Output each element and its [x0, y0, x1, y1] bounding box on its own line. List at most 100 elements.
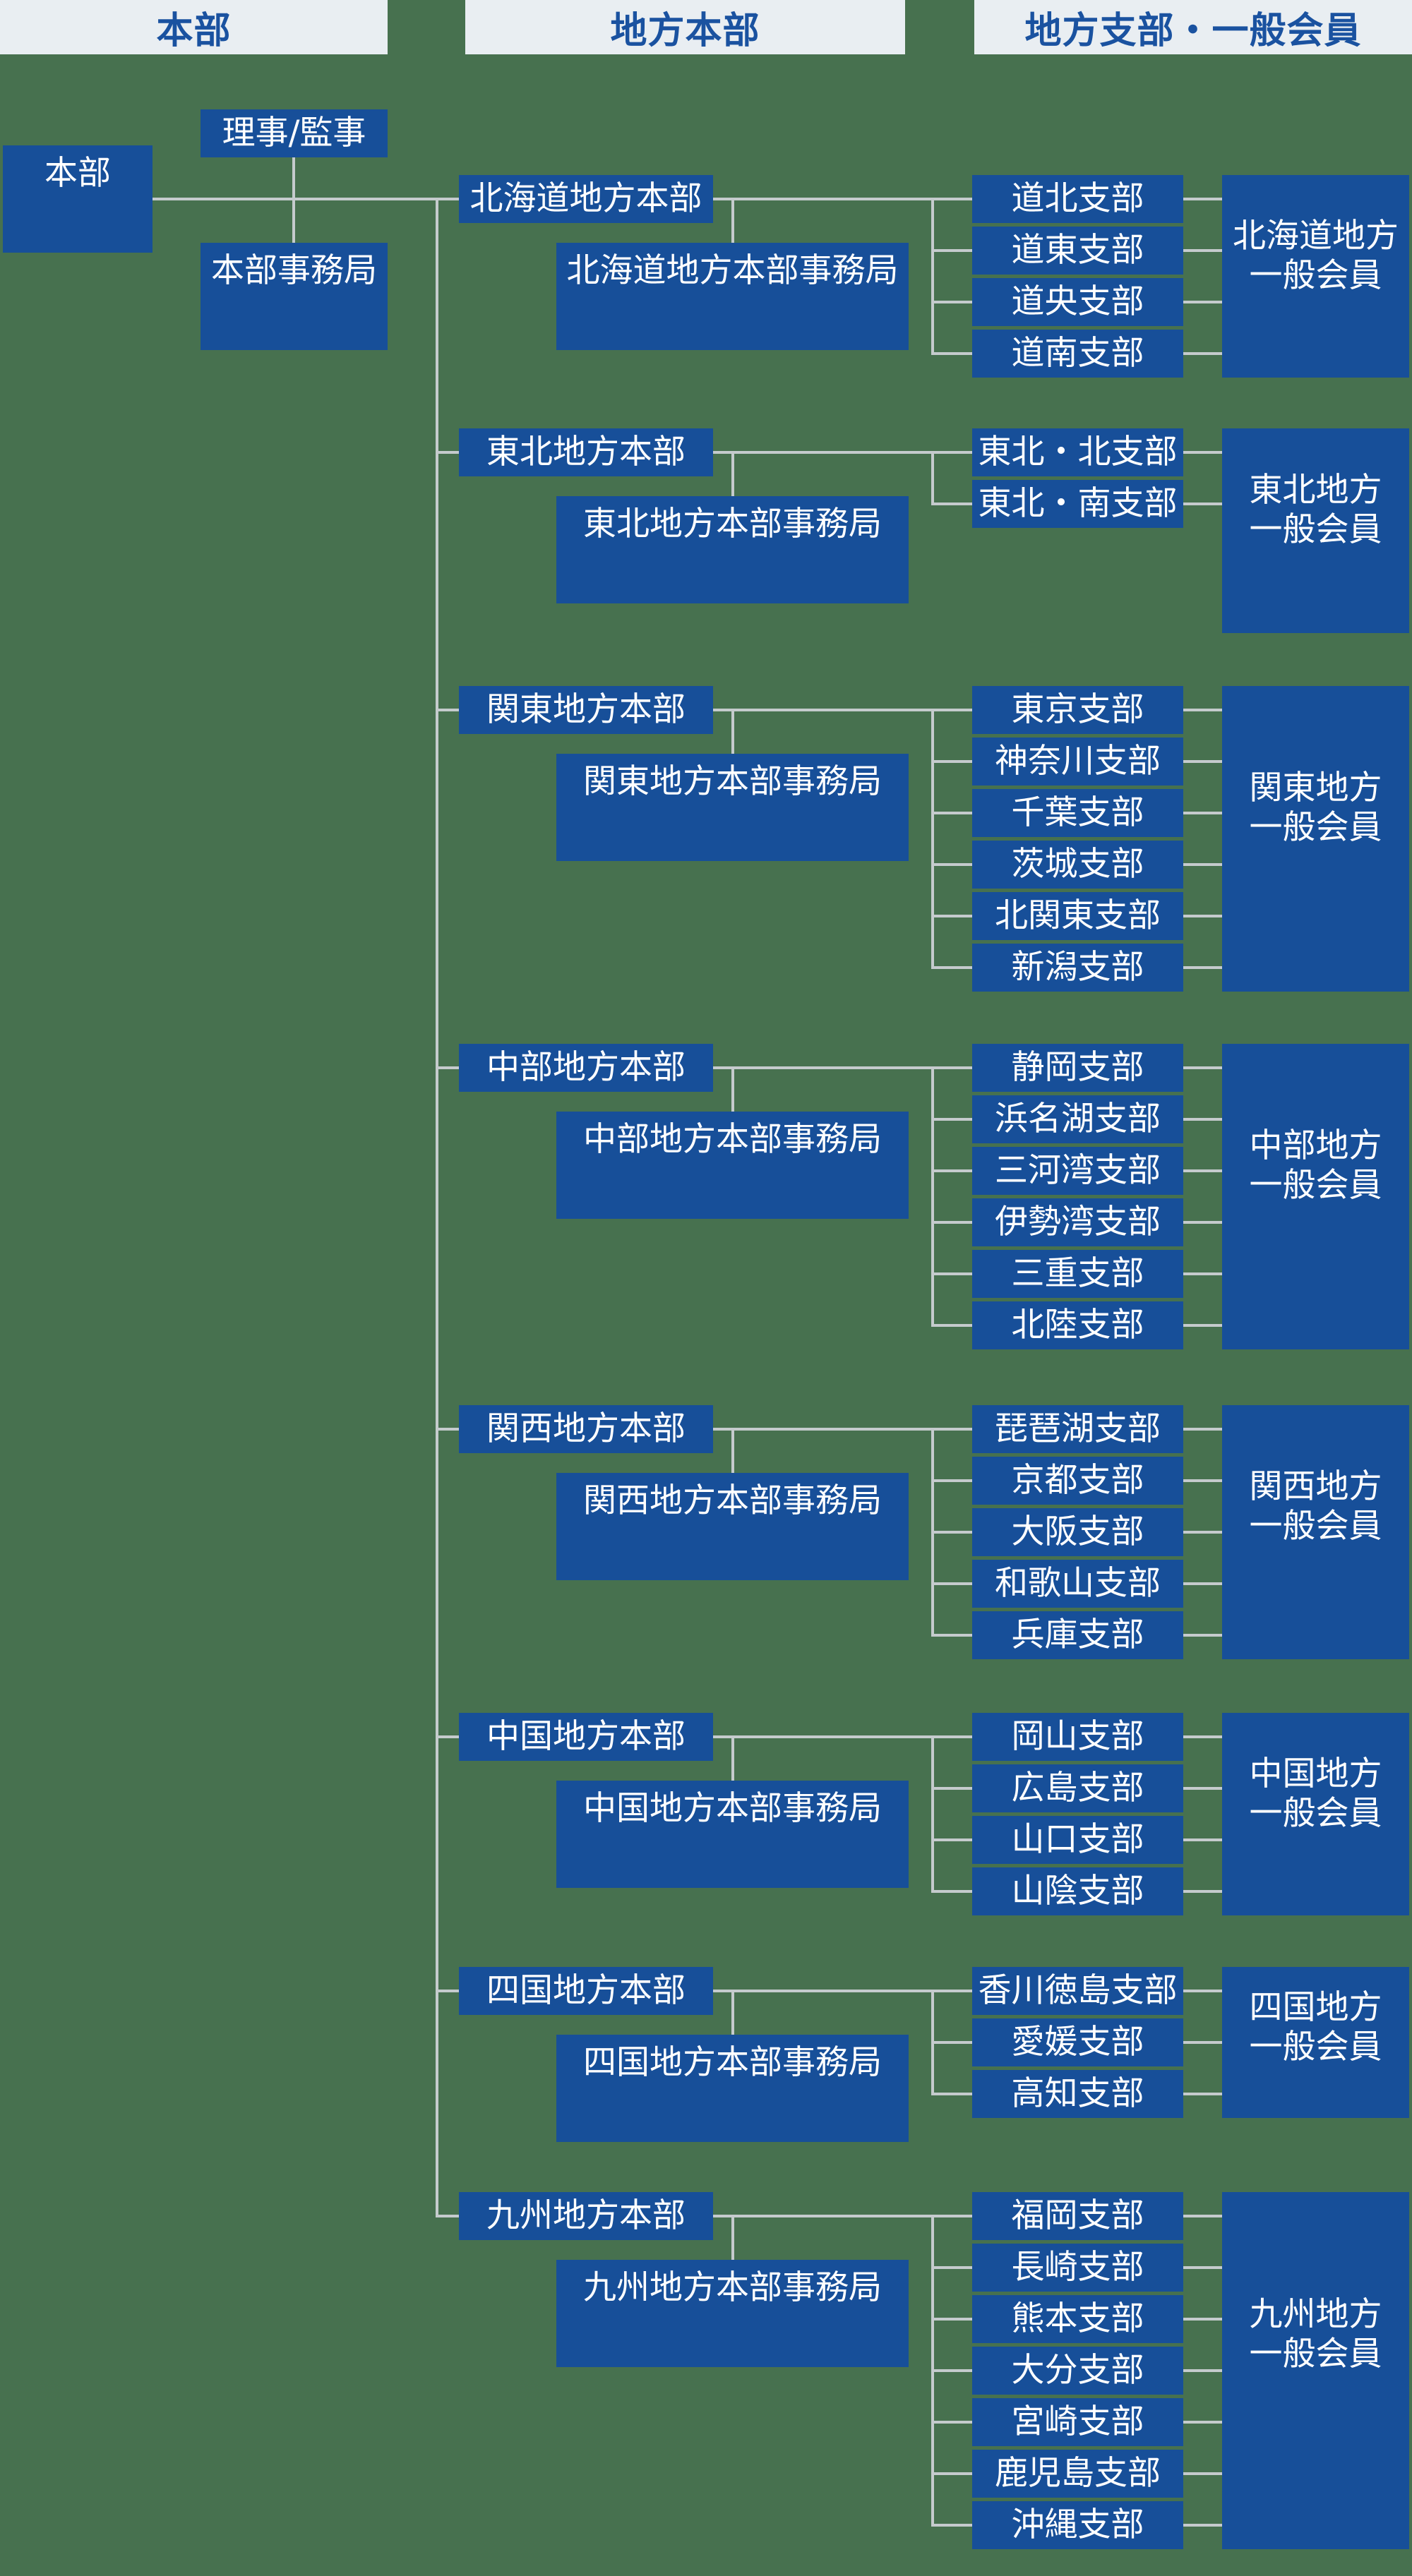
region-members-label: 九州地方一般会員 [1222, 2295, 1409, 2374]
branch-box: 道東支部 [972, 227, 1183, 275]
members-label-line1: 関西地方 [1249, 1467, 1382, 1506]
connector-branch-stub-right [1183, 2524, 1222, 2527]
headquarters-box: 本部 [3, 145, 152, 253]
region-secretariat-box: 北海道地方本部事務局 [556, 243, 909, 350]
connector-branch-stub-left [933, 1838, 972, 1841]
branch-box: 山口支部 [972, 1816, 1183, 1864]
column-header-headquarters: 本部 [0, 0, 388, 54]
branch-box: 愛媛支部 [972, 2018, 1183, 2066]
region-hq-box: 関西地方本部 [459, 1405, 713, 1453]
members-label-line2: 一般会員 [1249, 1793, 1382, 1833]
column-header-regional-headquarters: 地方本部 [465, 0, 905, 54]
connector-branch-stub-left [933, 1428, 972, 1431]
connector-region-stub [437, 1990, 459, 1992]
connector-branch-stub-left [933, 1169, 972, 1172]
connector-branch-stub-right [1183, 2041, 1222, 2044]
connector-branch-stub-left [933, 301, 972, 303]
connector-branch-stub-right [1183, 1990, 1222, 1992]
region-members-box: 四国地方一般会員 [1222, 1967, 1409, 2118]
branch-box: 千葉支部 [972, 789, 1183, 837]
region-members-label: 中国地方一般会員 [1222, 1755, 1409, 1834]
branch-box: 静岡支部 [972, 1044, 1183, 1092]
connector-main-trunk [436, 198, 438, 2217]
connector-branch-stub-left [933, 2266, 972, 2269]
connector-secretariat-drop [731, 1429, 734, 1474]
connector-branch-stub-left [933, 1479, 972, 1482]
connector-hq-to-branches [713, 451, 933, 454]
connector-branch-stub-right [1183, 709, 1222, 711]
connector-secretariat-drop [731, 710, 734, 755]
region-members-label: 北海道地方一般会員 [1222, 217, 1409, 296]
connector-hq-to-branches [713, 1990, 933, 1992]
connector-branch-stub-left [933, 1890, 972, 1893]
connector-branch-stub-right [1183, 1890, 1222, 1893]
connector-branch-stub-left [933, 1531, 972, 1534]
connector-branch-stub-right [1183, 1838, 1222, 1841]
connector-secretariat-drop [731, 2216, 734, 2261]
branch-box: 熊本支部 [972, 2295, 1183, 2343]
connector-branch-stub-left [933, 502, 972, 505]
connector-region-stub [437, 1735, 459, 1738]
connector-branch-stub-right [1183, 2472, 1222, 2475]
connector-region-stub [437, 1066, 459, 1069]
connector-branch-stub-left [933, 1221, 972, 1224]
connector-region-stub [437, 451, 459, 454]
connector-branch-stub-right [1183, 1169, 1222, 1172]
connector-branch-stub-right [1183, 502, 1222, 505]
region-members-box: 関西地方一般会員 [1222, 1405, 1409, 1659]
connector-branch-stub-left [933, 915, 972, 917]
connector-branch-stub-right [1183, 1066, 1222, 1069]
members-label-line1: 中部地方 [1249, 1126, 1382, 1166]
branch-box: 大分支部 [972, 2347, 1183, 2395]
connector-branch-stub-right [1183, 2369, 1222, 2372]
region-hq-box: 東北地方本部 [459, 428, 713, 476]
region-members-box: 東北地方一般会員 [1222, 428, 1409, 633]
connector-branch-stub-right [1183, 2318, 1222, 2321]
branch-box: 東北・北支部 [972, 428, 1183, 476]
branch-box: 高知支部 [972, 2070, 1183, 2118]
branch-box: 福岡支部 [972, 2192, 1183, 2240]
branch-box: 長崎支部 [972, 2244, 1183, 2292]
connector-branch-stub-left [933, 451, 972, 454]
branch-box: 伊勢湾支部 [972, 1198, 1183, 1246]
region-members-label: 関西地方一般会員 [1222, 1467, 1409, 1546]
region-secretariat-box: 関東地方本部事務局 [556, 754, 909, 861]
members-label-line2: 一般会員 [1249, 2027, 1382, 2066]
branch-box: 琵琶湖支部 [972, 1405, 1183, 1453]
region-secretariat-box: 四国地方本部事務局 [556, 2035, 909, 2142]
connector-branch-stub-left [933, 1118, 972, 1121]
branch-box: 茨城支部 [972, 841, 1183, 889]
members-label-line2: 一般会員 [1249, 1507, 1382, 1546]
connector-secretariat-drop [731, 199, 734, 244]
region-members-box: 北海道地方一般会員 [1222, 175, 1409, 378]
region-hq-box: 九州地方本部 [459, 2192, 713, 2240]
branch-box: 東北・南支部 [972, 480, 1183, 528]
region-members-label: 東北地方一般会員 [1222, 471, 1409, 550]
branch-box: 浜名湖支部 [972, 1095, 1183, 1143]
connector-branch-stub-right [1183, 2215, 1222, 2217]
connector-hq-to-branches [713, 1066, 933, 1069]
connector-branch-stub-left [933, 1066, 972, 1069]
connector-branch-stub-right [1183, 863, 1222, 866]
connector-hq-to-branches [713, 709, 933, 711]
connector-branch-stub-right [1183, 1787, 1222, 1790]
connector-branch-stub-left [933, 1990, 972, 1992]
connector-branch-stub-left [933, 2318, 972, 2321]
connector-branch-stub-right [1183, 352, 1222, 355]
connector-branch-stub-left [933, 198, 972, 200]
region-hq-box: 関東地方本部 [459, 686, 713, 734]
branch-box: 広島支部 [972, 1764, 1183, 1812]
region-members-box: 九州地方一般会員 [1222, 2192, 1409, 2549]
branch-box: 大阪支部 [972, 1508, 1183, 1556]
connector-branch-stub-right [1183, 1221, 1222, 1224]
connector-region-stub [437, 709, 459, 711]
members-label-line1: 四国地方 [1249, 1987, 1382, 2027]
connector-branch-stub-right [1183, 2421, 1222, 2424]
connector-branch-stub-left [933, 2093, 972, 2095]
connector-branch-stub-right [1183, 1428, 1222, 1431]
region-hq-box: 四国地方本部 [459, 1967, 713, 2015]
members-label-line1: 東北地方 [1249, 471, 1382, 510]
connector-region-stub [437, 1428, 459, 1431]
region-secretariat-box: 東北地方本部事務局 [556, 496, 909, 603]
